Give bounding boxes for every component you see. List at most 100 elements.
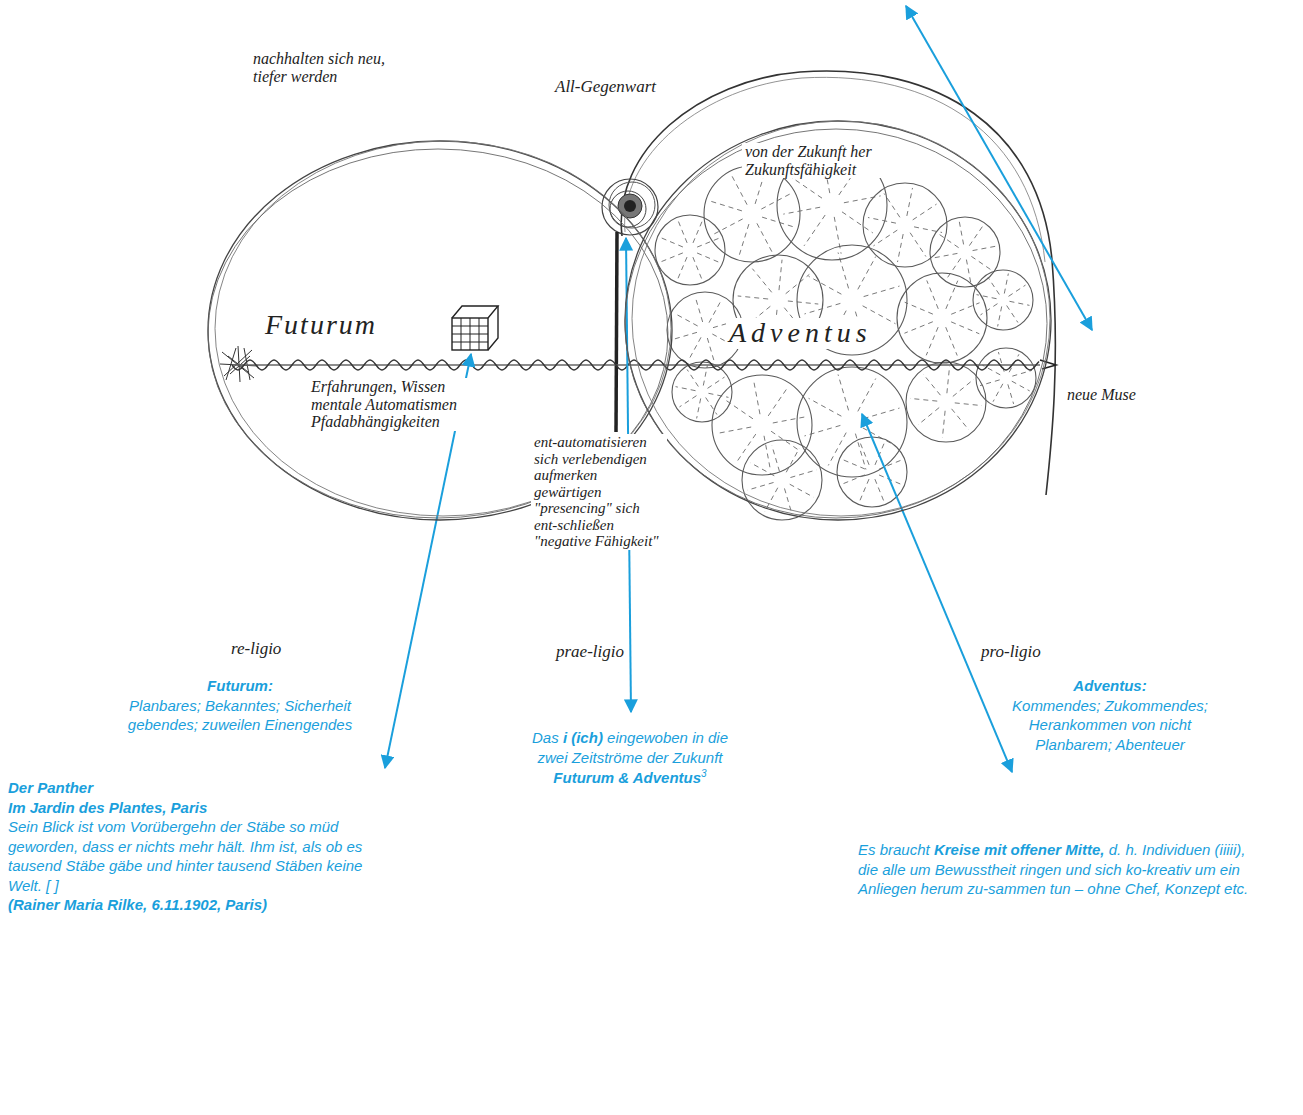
circle-spoke (884, 193, 900, 217)
circle-spoke (805, 303, 841, 314)
callout-line: Adventus: (1010, 676, 1210, 696)
circle-spoke (973, 246, 996, 250)
note: ent-automatisieren sich verlebendigen au… (531, 434, 667, 550)
circle-spoke (772, 445, 780, 471)
circle-spoke (873, 230, 897, 246)
circle-spoke (709, 300, 721, 323)
circle-spoke (1009, 301, 1029, 305)
circle-outline (973, 270, 1033, 330)
callout-text: Es braucht (858, 841, 930, 858)
circle-spoke (790, 484, 814, 497)
circle-spoke (993, 384, 1003, 402)
circle-spoke (952, 409, 969, 430)
ligio-label: pro-ligio (978, 643, 1044, 662)
callout-text: Kommendes; Zukommendes; Herankommen von … (1012, 697, 1208, 753)
open-circle (930, 217, 1000, 287)
circle-spoke (661, 253, 683, 262)
self-ring (610, 191, 646, 227)
leader-line (862, 414, 1012, 772)
ellipse-stroke (625, 129, 1047, 518)
circle-spoke (689, 337, 701, 360)
circle-spoke (844, 196, 881, 203)
ligio-label: re-ligio (228, 640, 284, 659)
circle-spoke (703, 366, 707, 386)
start-scribble (220, 346, 258, 382)
circle-outline (655, 215, 725, 285)
leader-line (906, 6, 1092, 330)
presence-loop (621, 71, 1055, 495)
circle-spoke (923, 374, 940, 395)
node-title: Adventus (726, 318, 875, 349)
callout-text: Adventus: (1073, 677, 1146, 694)
callout-text: Futurum: (207, 677, 273, 694)
circle-spoke (1007, 306, 1018, 323)
circle-spoke (942, 411, 945, 438)
open-circle (897, 273, 987, 363)
ellipse-stroke (625, 121, 1051, 520)
cube-side (488, 306, 498, 350)
circle-spoke (805, 425, 841, 436)
open-circle (906, 362, 986, 442)
circle-spoke (910, 233, 926, 257)
circle-spoke (977, 295, 997, 299)
circle-spoke (988, 277, 999, 294)
footnote-number: 3 (701, 768, 707, 779)
circle-outline (797, 367, 907, 477)
circle-spoke (969, 226, 982, 246)
circle-spoke (707, 338, 714, 363)
circle-outline (906, 362, 986, 442)
callout-line: Im Jardin des Plantes, Paris (8, 798, 378, 818)
callout-line: Der Panther (8, 778, 378, 798)
circle-spoke (804, 215, 825, 246)
circle-spoke (708, 393, 728, 397)
self-dot (624, 200, 636, 212)
circle-spoke (725, 400, 753, 419)
circle-spoke (678, 257, 687, 279)
circle-spoke (913, 204, 937, 220)
open-circle (704, 166, 800, 262)
circle-spoke (1008, 384, 1014, 404)
note: nachhalten sich neu, tiefer werden (250, 50, 421, 85)
circle-spoke (761, 194, 790, 209)
circle-spoke (1004, 274, 1008, 294)
circle-spoke (842, 212, 873, 233)
circle-spoke (762, 217, 793, 227)
circle-spoke (998, 306, 1002, 326)
circle-spoke (790, 470, 816, 478)
circle-spoke (934, 253, 957, 257)
circle-spoke (788, 301, 818, 304)
circle-spoke (875, 479, 884, 501)
circle-spoke (918, 408, 939, 425)
circle-spoke (939, 234, 959, 247)
cube-top (452, 306, 498, 318)
circle-spoke (754, 381, 760, 414)
circle-spoke (738, 296, 768, 299)
note: neue Muse (1064, 386, 1139, 404)
circle-spoke (858, 257, 876, 290)
callout-line: Futurum: (115, 676, 365, 696)
callout-text: Adventus: Kommendes; Zukommendes; Heranko… (1010, 676, 1210, 754)
circle-spoke (676, 387, 696, 391)
circle-spoke (695, 297, 702, 322)
circle-spoke (980, 380, 1000, 386)
circle-spoke (661, 238, 683, 247)
circle-spoke (672, 332, 697, 339)
circle-spoke (747, 482, 773, 490)
circle-spoke (843, 460, 865, 469)
time-wave (232, 360, 1039, 370)
circle-spoke (783, 207, 820, 214)
time-ellipse: Adventusvon der Zukunft her Zukunftsfähi… (622, 118, 1054, 523)
circle-spoke (905, 302, 933, 314)
circle-spoke (809, 276, 842, 294)
circle-spoke (732, 176, 747, 205)
ligio-label: prae-ligio (553, 643, 627, 662)
circle-spoke (773, 417, 806, 423)
self-core (618, 194, 642, 218)
circle-spoke (926, 327, 938, 355)
circle-spoke (697, 253, 719, 262)
circle-spoke (951, 322, 979, 334)
open-circle (973, 270, 1033, 330)
self-circle (602, 179, 658, 432)
open-circles (655, 150, 1036, 520)
